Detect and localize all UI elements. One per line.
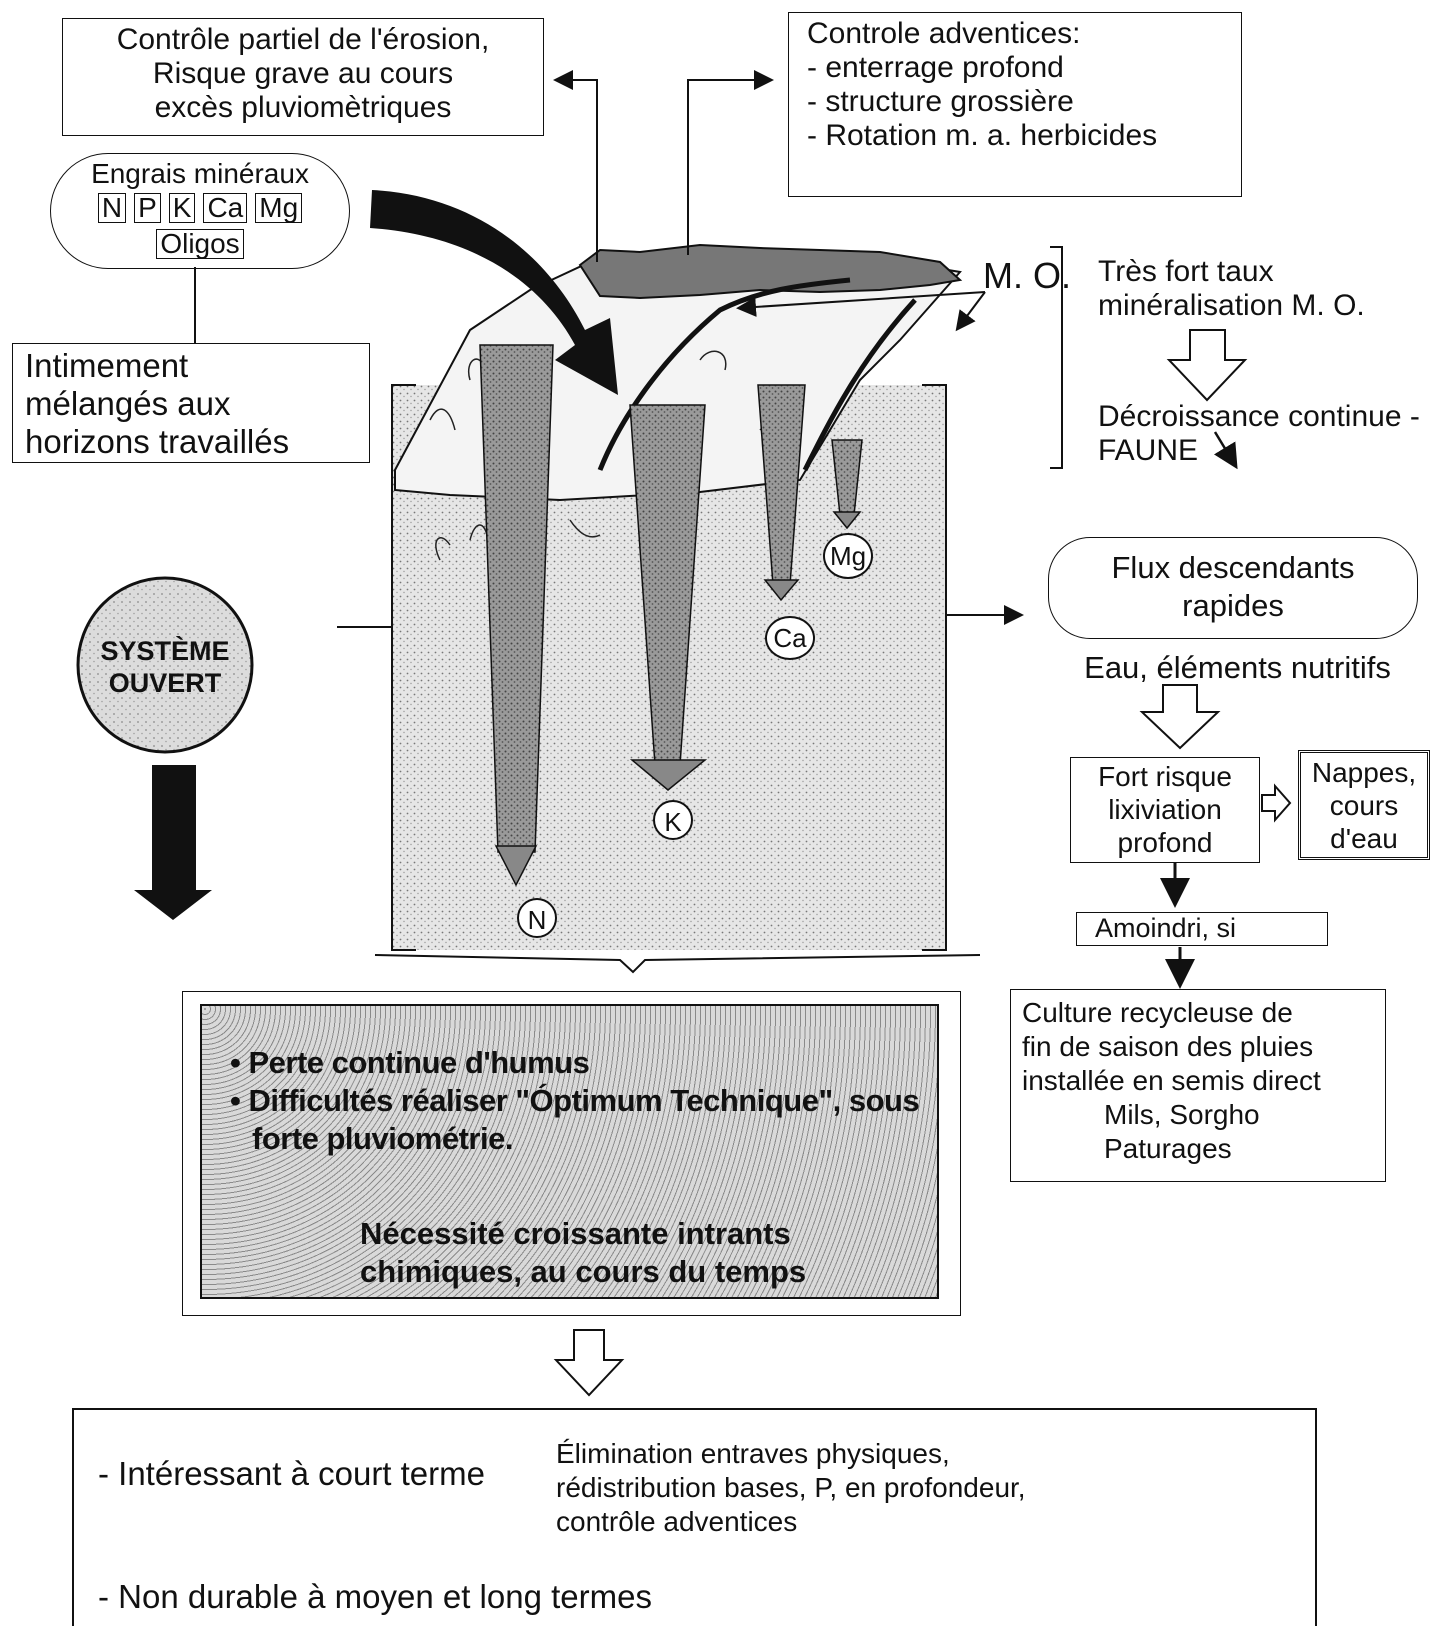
nutrient-n-circle: N [517,898,557,938]
fertilizer-title: Engrais minéraux [91,158,309,189]
recycling-line-2: fin de saison des pluies [1022,1031,1314,1062]
nappes-line-2: cours [1329,790,1399,821]
hollow-arrow-mo [1166,329,1248,402]
weeds-line-3: - structure grossière [807,85,1074,118]
recycling-line-3: installée en semis direct [1022,1065,1321,1096]
reduced-box: Amoindri, si [1076,912,1328,946]
long-term-label: - Non durable à moyen et long termes [98,1578,652,1615]
leaching-line-3: profond [1117,827,1213,858]
open-system-line-1: SYSTÈME [100,636,230,666]
weed-control-box: Controle adventices: - enterrage profond… [788,12,1242,197]
mixed-line-1: Intimement [25,347,189,384]
weeds-line-4: - Rotation m. a. herbicides [807,119,1158,152]
erosion-line-3: excès pluviomètriques [154,91,452,124]
short-term-detail-2: rédistribution bases, P, en profondeur, [556,1472,1026,1503]
flux-title-line-1: Flux descendants [1111,550,1355,585]
conclusion-box: - Intéressant à court terme Élimination … [72,1408,1317,1626]
consequence-result-1: Nécessité croissante intrants [360,1216,791,1251]
chip-oligos: Oligos [156,229,244,259]
short-term-detail-3: contrôle adventices [556,1506,798,1537]
consequences-box-inner: • Perte continue d'humus • Difficultés r… [200,1004,939,1299]
nappes-line-3: d'eau [1330,823,1398,854]
chip-p: P [134,193,161,223]
weeds-line-2: - enterrage profond [807,51,1064,84]
nappes-line-1: Nappes, [1311,757,1417,788]
chip-k: K [168,193,196,223]
hollow-arrow-nappes [1261,783,1292,823]
recycling-box: Culture recycleuse de fin de saison des … [1010,989,1386,1182]
consequence-bullet-2: • Difficultés réaliser "Óptimum Techniqu… [230,1083,920,1156]
recycling-crops: Mils, Sorgho Paturages [1022,1098,1385,1166]
mixed-horizons-box: Intimement mélangés aux horizons travail… [12,343,370,463]
leaching-line-2: lixiviation [1108,794,1222,825]
consequence-bullet-1: • Perte continue d'humus [230,1045,590,1080]
short-term-detail-1: Élimination entraves physiques, [556,1438,950,1469]
chip-ca: Ca [203,193,248,223]
weeds-line-1: Controle adventices: [807,17,1081,50]
short-term-label: - Intéressant à court terme [98,1455,485,1492]
chip-n: N [97,193,127,223]
hollow-arrow-conclusion [553,1329,625,1397]
open-system-circle [76,576,254,754]
nutrient-k-circle: K [653,800,693,840]
chip-mg: Mg [255,193,303,223]
mo-decrease-line-2: FAUNE [1098,434,1199,467]
erosion-line-1: Contrôle partiel de l'érosion, [116,23,490,56]
hollow-arrow-flux [1139,684,1221,750]
erosion-line-2: Risque grave au cours [152,57,454,90]
flux-pill: Flux descendants rapides [1048,537,1418,639]
nappes-box: Nappes, cours d'eau [1298,750,1430,860]
nutrient-mg-circle: Mg [823,533,873,579]
mixed-line-2: mélangés aux [25,385,231,422]
crop-1: Mils, Sorgho [1104,1099,1260,1130]
consequences-box-outer: • Perte continue d'humus • Difficultés r… [182,991,961,1316]
leaching-box: Fort risque lixiviation profond [1070,757,1260,863]
flux-title-line-2: rapides [1182,588,1284,623]
flux-subtitle: Eau, éléments nutritifs [1084,650,1391,685]
mo-label: M. O. [983,255,1071,296]
mo-note-line-2: minéralisation M. O. [1098,289,1365,322]
mixed-line-3: horizons travaillés [25,423,290,460]
open-system-arrow [134,765,212,920]
open-system-label: SYSTÈME OUVERT [78,635,252,699]
open-system-line-2: OUVERT [108,668,222,698]
wedge-n [479,344,554,853]
crop-2: Paturages [1104,1133,1232,1164]
mo-decrease: Décroissance continue - FAUNE [1098,400,1420,468]
leaching-line-1: Fort risque [1098,761,1232,792]
mo-note-line-1: Très fort taux [1098,255,1274,288]
mo-decrease-line-1: Décroissance continue - [1098,400,1420,433]
mo-note: Très fort taux minéralisation M. O. [1098,255,1365,323]
short-term-detail: Élimination entraves physiques, rédistri… [556,1437,1026,1539]
erosion-control-box: Contrôle partiel de l'érosion, Risque gr… [62,18,544,136]
nutrient-ca-circle: Ca [765,616,815,660]
fertilizer-arrow [370,190,618,395]
consequence-result-2: chimiques, au cours du temps [360,1254,807,1289]
recycling-line-1: Culture recycleuse de [1022,997,1293,1028]
